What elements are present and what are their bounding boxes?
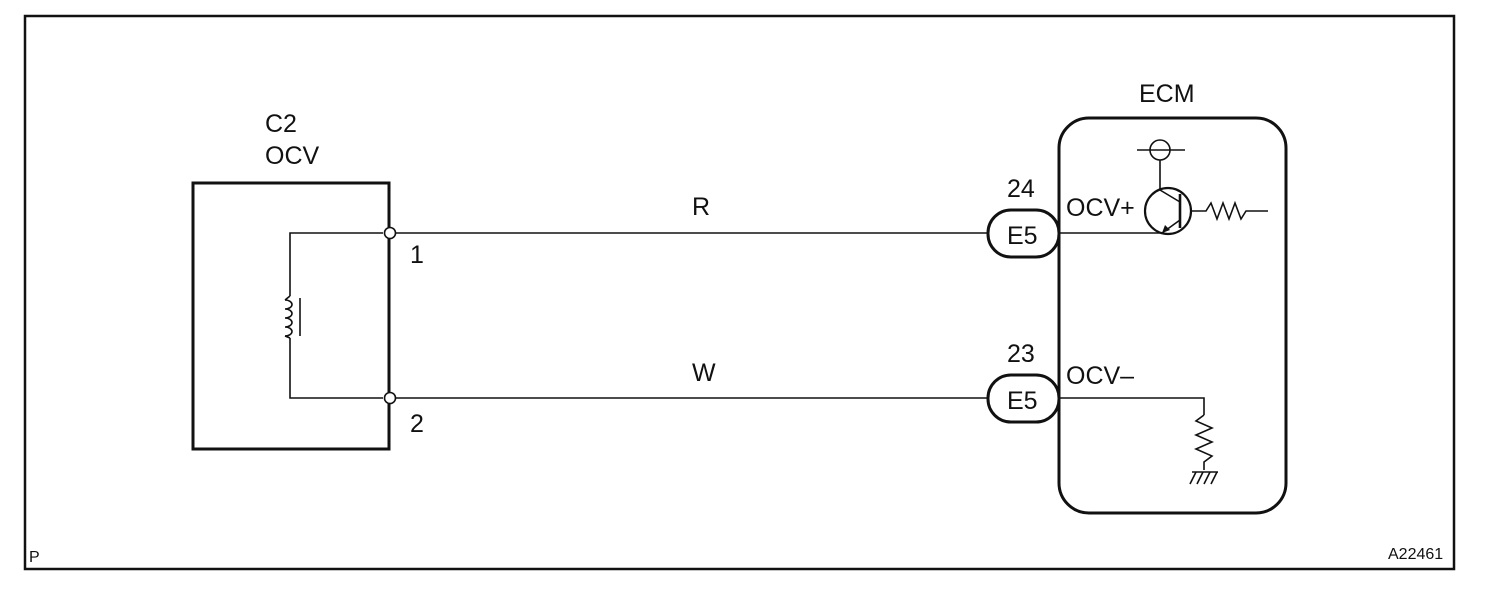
transistor-icon bbox=[1143, 186, 1193, 236]
wire-r-color: R bbox=[692, 193, 710, 221]
power-supply-icon bbox=[1137, 139, 1185, 190]
connector-e5-pin23: E5 23 bbox=[986, 340, 1061, 424]
connector-pin-number: 24 bbox=[1007, 175, 1035, 203]
connector-name: E5 bbox=[1007, 387, 1038, 415]
ocv-component: C2 OCV 1 2 bbox=[191, 110, 424, 451]
ground-icon bbox=[1189, 471, 1218, 485]
pulldown-resistor-icon bbox=[1194, 414, 1214, 470]
connector-name: E5 bbox=[1007, 222, 1038, 250]
ecm-unit: ECM bbox=[1057, 80, 1288, 515]
coil-wiring-lower bbox=[289, 338, 383, 399]
ocv-component-box bbox=[191, 181, 391, 451]
signal-ocv-minus: OCV– bbox=[1066, 362, 1134, 390]
internal-line-ocv-minus bbox=[1059, 397, 1205, 415]
pin-1-terminal bbox=[383, 226, 397, 240]
pin-1-label: 1 bbox=[410, 241, 424, 269]
signal-ocv-plus: OCV+ bbox=[1066, 194, 1135, 222]
ocv-plus-circuit: OCV+ bbox=[1059, 139, 1268, 236]
component-code: C2 bbox=[265, 110, 297, 138]
diagram-frame bbox=[23, 14, 1456, 571]
connector-pin-number: 23 bbox=[1007, 340, 1035, 368]
ecm-label: ECM bbox=[1139, 80, 1195, 108]
ocv-minus-circuit: OCV– bbox=[1059, 362, 1218, 485]
pin-2-terminal bbox=[383, 391, 397, 405]
wire-w: W bbox=[396, 359, 988, 399]
corner-mark: P bbox=[29, 549, 40, 566]
coil-wiring bbox=[289, 232, 383, 296]
base-resistor-icon bbox=[1191, 200, 1268, 222]
figure-id: A22461 bbox=[1388, 546, 1443, 563]
ecm-box bbox=[1057, 116, 1288, 515]
solenoid-coil-icon bbox=[284, 295, 301, 339]
wire-w-color: W bbox=[692, 359, 716, 387]
pin-2-label: 2 bbox=[410, 410, 424, 438]
component-name: OCV bbox=[265, 142, 320, 170]
wire-r: R bbox=[396, 193, 988, 234]
connector-e5-pin24: E5 24 bbox=[986, 175, 1061, 259]
